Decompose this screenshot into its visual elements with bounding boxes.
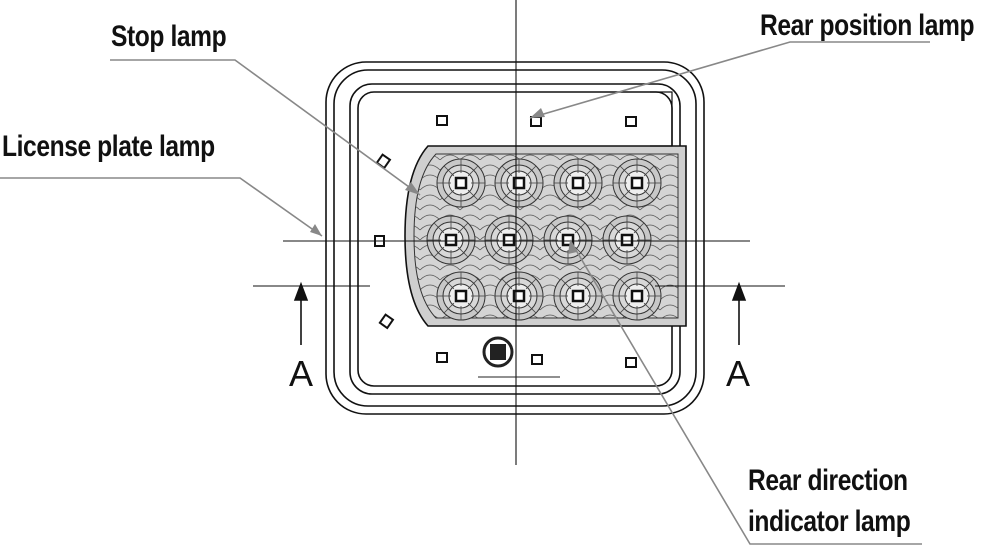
position-dot — [625, 357, 637, 368]
rear-position-lamp-label: Rear position lamp — [760, 9, 975, 42]
leader-arrowheads — [310, 108, 577, 254]
license-dot — [378, 313, 395, 330]
position-dot — [530, 116, 542, 127]
led-cup — [484, 215, 534, 265]
position-dot — [436, 115, 448, 126]
license-plate-lamp-label: License plate lamp — [2, 130, 215, 163]
section-a-right: A — [726, 353, 750, 394]
center-lines — [253, 0, 785, 465]
section-a-left: A — [289, 353, 313, 394]
led-cup — [602, 215, 652, 265]
led-cup — [553, 271, 603, 321]
section-arrows — [293, 281, 747, 345]
position-dot — [436, 352, 448, 363]
led-cup — [494, 158, 544, 208]
led-cup — [436, 158, 486, 208]
leader-lines — [0, 41, 930, 545]
approval-mark — [478, 336, 560, 378]
led-array — [426, 158, 662, 321]
led-cup — [553, 158, 603, 208]
led-cup — [612, 271, 662, 321]
led-cup — [543, 215, 593, 265]
position-lamp-edge — [650, 91, 673, 147]
license-dot — [375, 153, 392, 170]
position-dot — [625, 116, 637, 127]
led-cup — [436, 271, 486, 321]
rear-direction-label-line2: indicator lamp — [748, 505, 911, 538]
led-cup — [494, 271, 544, 321]
rear-direction-label-line1: Rear direction — [748, 464, 908, 497]
stop-lamp-label: Stop lamp — [111, 20, 227, 53]
led-cup — [426, 215, 476, 265]
position-dot — [531, 354, 543, 365]
led-cup — [612, 158, 662, 208]
